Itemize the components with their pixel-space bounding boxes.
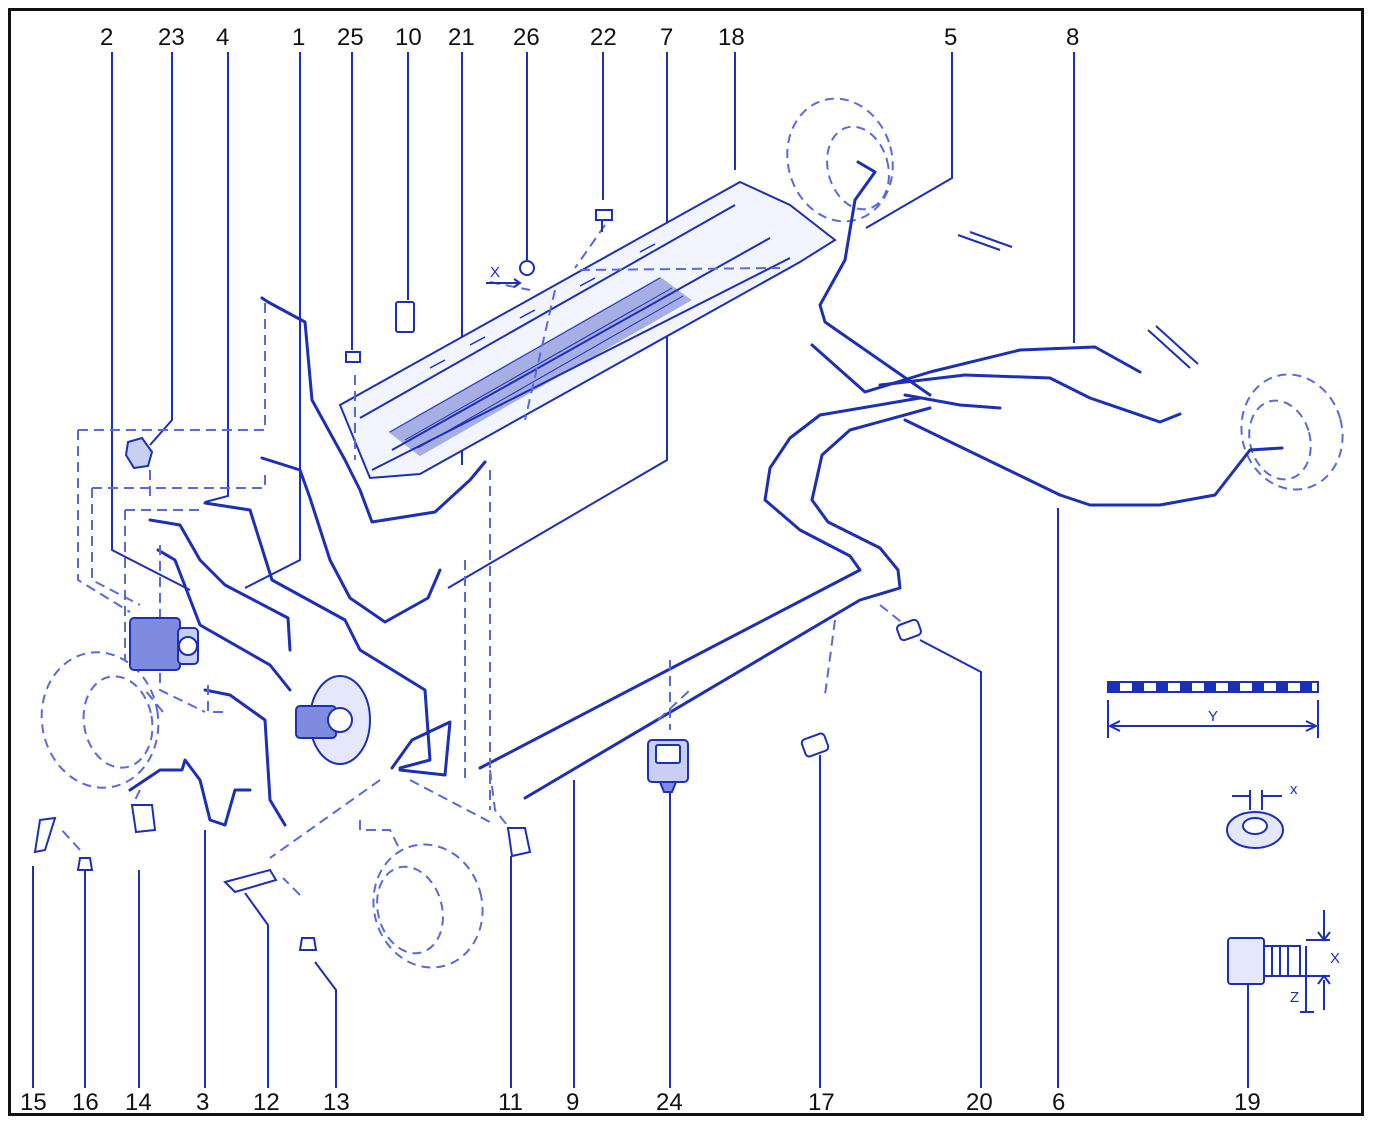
bolt-16 <box>76 857 94 871</box>
callout-3: 3 <box>196 1089 209 1116</box>
callout-24: 24 <box>656 1089 683 1116</box>
label-x-clip: x <box>1290 781 1298 798</box>
leader-4 <box>204 52 229 503</box>
brake-line-3b <box>128 758 252 827</box>
callout-12: 12 <box>253 1089 280 1116</box>
callout-13: 13 <box>323 1089 350 1116</box>
callout-10: 10 <box>395 24 422 51</box>
wheels <box>40 97 1344 969</box>
nut-23 <box>124 436 154 470</box>
wheel-front-left <box>40 651 160 789</box>
callout-17: 17 <box>808 1089 835 1116</box>
fittings <box>33 209 922 951</box>
callout-4: 4 <box>216 24 229 51</box>
detail-clip-x: x <box>1226 781 1298 849</box>
callout-20: 20 <box>966 1089 993 1116</box>
bracket-10 <box>395 301 415 333</box>
brake-line-8c <box>903 393 1002 410</box>
callout-14: 14 <box>125 1089 152 1116</box>
callout-22: 22 <box>590 24 617 51</box>
leader-2 <box>111 52 191 591</box>
callout-9: 9 <box>566 1089 579 1116</box>
callout-23: 23 <box>158 24 185 51</box>
callout-5: 5 <box>944 24 957 51</box>
brake-line-3 <box>203 688 287 827</box>
brake-line-5 <box>818 160 932 397</box>
abs-hydraulic-unit <box>129 617 199 671</box>
callout-11: 11 <box>498 1089 523 1116</box>
brake-line-21 <box>260 296 487 524</box>
leader-20 <box>919 639 982 1088</box>
leader-5 <box>865 52 953 229</box>
callouts-bottom: 15 16 14 3 12 13 11 9 24 17 20 6 19 <box>20 1089 1261 1116</box>
label-x-sill: X <box>490 264 500 281</box>
grommet-26 <box>519 260 535 276</box>
label-y: Y <box>1208 708 1218 725</box>
leader-13 <box>314 961 337 1088</box>
brake-line-long-b <box>523 406 932 800</box>
callout-21: 21 <box>448 24 475 51</box>
brake-lines <box>128 160 1284 827</box>
callout-7: 7 <box>660 24 673 51</box>
union-17 <box>800 732 830 758</box>
underbody-shield <box>338 180 837 480</box>
label-x-fitting: X <box>1330 950 1340 967</box>
bolt-22 <box>595 209 613 232</box>
callout-1: 1 <box>292 24 305 51</box>
callout-18: 18 <box>718 24 745 51</box>
brake-booster-master-cylinder <box>295 675 371 765</box>
bolt-13 <box>298 937 318 951</box>
brake-line-long-a <box>478 396 922 770</box>
callout-2: 2 <box>100 24 113 51</box>
bracket-14 <box>130 804 157 834</box>
diagram-frame <box>8 8 1364 1116</box>
bracket-11 <box>506 827 532 858</box>
callouts-top: 2 23 4 1 25 10 21 26 22 7 18 5 8 <box>100 24 1079 51</box>
brake-line-2 <box>156 548 292 692</box>
leader-23 <box>149 52 173 446</box>
brake-regulator-24 <box>647 739 689 793</box>
clip-25 <box>345 351 361 363</box>
leader-7 <box>447 52 668 589</box>
rear-hose-clips <box>957 231 1199 369</box>
brake-line-6 <box>903 418 1284 507</box>
brake-line-8 <box>810 343 1142 394</box>
leader-1 <box>244 52 301 589</box>
label-z-fitting: Z <box>1290 989 1299 1006</box>
callout-19: 19 <box>1234 1089 1261 1116</box>
bracket-12 <box>223 868 278 894</box>
wheel-rear-left <box>1240 373 1344 491</box>
brake-line-4 <box>203 501 432 770</box>
callout-16: 16 <box>72 1089 99 1116</box>
hose-15 <box>33 816 57 854</box>
brake-line-8b <box>878 373 1182 424</box>
brake-line-front-right <box>390 720 452 777</box>
wheel-rear-right <box>786 97 894 223</box>
wheel-front-right <box>372 843 484 969</box>
brake-line-1 <box>148 518 292 652</box>
leader-lines <box>32 52 1249 1088</box>
detail-fitting-19: X Z <box>1227 910 1340 1013</box>
callout-26: 26 <box>513 24 540 51</box>
brake-line-7 <box>260 456 442 624</box>
dimension-x-sill: X <box>486 264 522 288</box>
callout-6: 6 <box>1052 1089 1065 1116</box>
union-20 <box>896 618 922 642</box>
callout-25: 25 <box>337 24 364 51</box>
callout-15: 15 <box>20 1089 47 1116</box>
callout-8: 8 <box>1066 24 1079 51</box>
leader-12 <box>244 892 269 1088</box>
detail-ruler-y: Y <box>1107 681 1319 738</box>
